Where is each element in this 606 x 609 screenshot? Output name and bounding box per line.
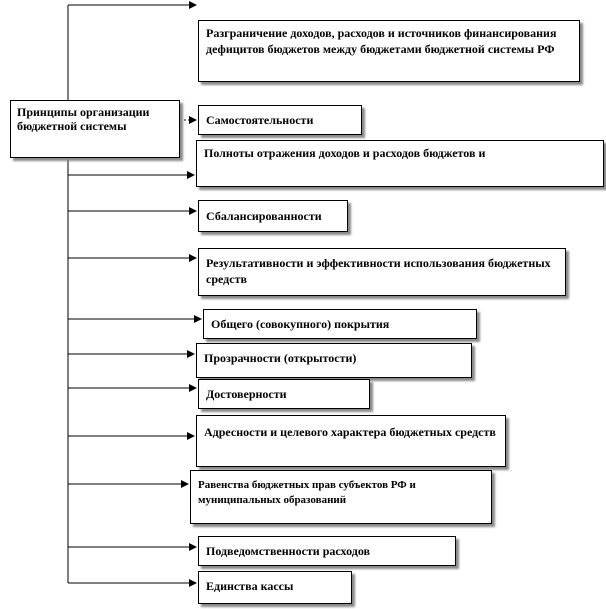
principle-label-4: Сбалансированности — [206, 209, 322, 223]
principle-box-12: Единства кассы — [198, 571, 352, 604]
principle-box-7: Прозрачности (открытости) — [196, 343, 472, 378]
root-label: Принципы организации бюджетной системы — [17, 105, 150, 133]
principle-box-4: Сбалансированности — [198, 200, 348, 232]
principle-label-5: Результативности и эффективности использ… — [206, 256, 551, 286]
principle-box-2: Самостоятельности — [198, 105, 362, 135]
principle-box-5: Результативности и эффективности использ… — [198, 248, 566, 296]
principle-box-6: Общего (совокупного) покрытия — [203, 309, 477, 339]
principle-box-8: Достоверности — [198, 379, 370, 409]
principle-label-10: Равенства бюджетных прав субъектов РФ и … — [198, 479, 416, 506]
principle-label-1: Разграничение доходов, расходов и источн… — [206, 26, 557, 56]
principle-box-1: Разграничение доходов, расходов и источн… — [198, 20, 580, 82]
principle-box-3: Полноты отражения доходов и расходов бюд… — [196, 140, 604, 187]
principle-label-8: Достоверности — [206, 387, 287, 401]
principle-label-9: Адресности и целевого характера бюджетны… — [204, 425, 496, 439]
principle-box-11: Подведомственности расходов — [198, 536, 456, 566]
principle-label-11: Подведомственности расходов — [206, 544, 371, 558]
principle-label-6: Общего (совокупного) покрытия — [211, 317, 390, 331]
principle-label-12: Единства кассы — [206, 579, 294, 593]
principle-box-9: Адресности и целевого характера бюджетны… — [196, 415, 506, 467]
principle-box-10: Равенства бюджетных прав субъектов РФ и … — [190, 470, 492, 524]
root-box: Принципы организации бюджетной системы — [10, 100, 180, 158]
principle-label-2: Самостоятельности — [206, 113, 314, 127]
principle-label-3: Полноты отражения доходов и расходов бюд… — [204, 146, 486, 160]
principle-label-7: Прозрачности (открытости) — [204, 351, 357, 365]
